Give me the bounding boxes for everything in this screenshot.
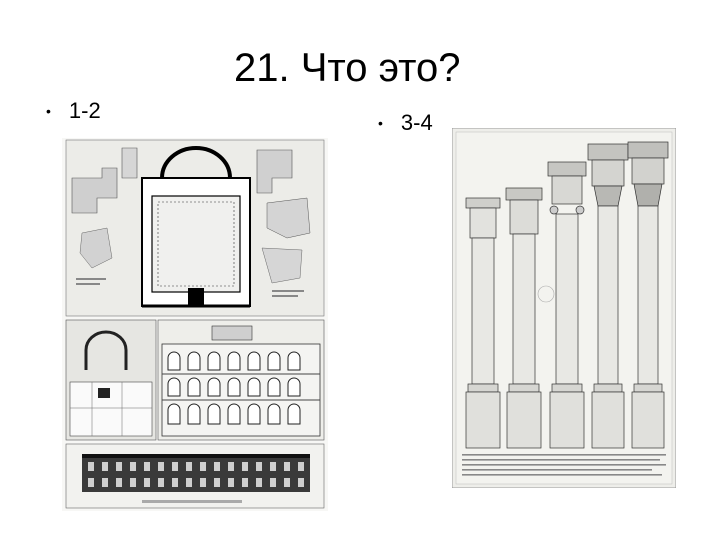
bullet-dot-icon: • <box>378 115 383 131</box>
bullet-label: 3-4 <box>400 110 433 135</box>
classical-orders-columns-image <box>451 127 677 489</box>
architectural-plans-image <box>62 138 328 511</box>
bullet-item-2: • 3-4 <box>378 110 433 136</box>
bullet-item-1: • 1-2 <box>46 98 101 124</box>
bullet-dot-icon: • <box>46 103 51 119</box>
bullet-label: 1-2 <box>68 98 101 123</box>
slide-title: 21. Что это? <box>234 46 461 90</box>
